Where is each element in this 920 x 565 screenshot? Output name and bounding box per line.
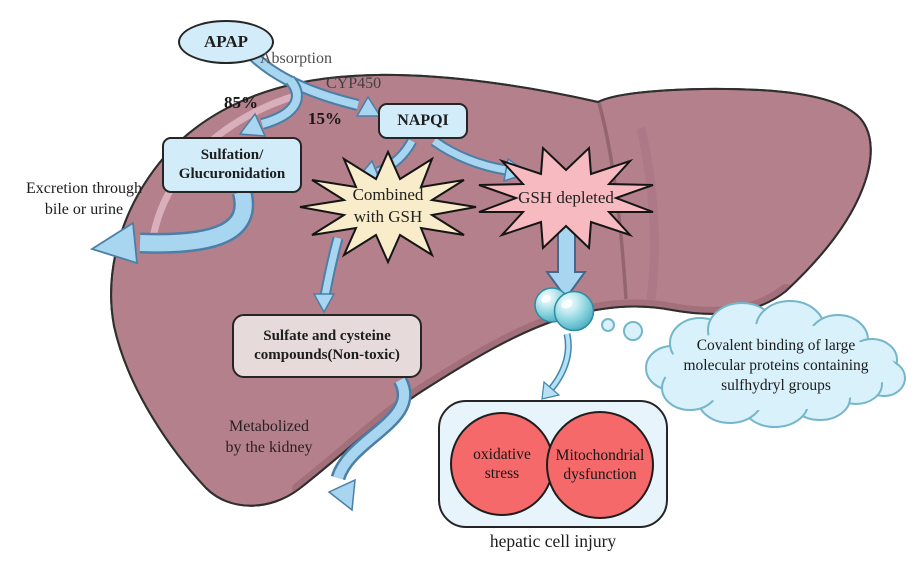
node-napqi: NAPQI [378, 103, 468, 139]
arrow-metabolized-kidney [327, 376, 412, 512]
hepatic-cell-injury-label: hepatic cell injury [489, 531, 617, 551]
node-sulfation: Sulfation/ Glucuronidation [162, 137, 302, 193]
oxidative-stress-label: oxidative stress [473, 445, 531, 482]
cyp450-label: CYP450 [326, 75, 382, 92]
mitochondrial-dysfunction-label: Mitochondrial dysfunction [555, 446, 645, 483]
starburst-combined-label: Combined with GSH [352, 185, 424, 227]
arrow-excretion [89, 189, 255, 265]
starburst-combined-gsh [299, 149, 477, 265]
covalent-binding-label: Covalent binding of large molecular prot… [683, 337, 869, 395]
starburst-gsh-depleted-label: GSH depleted [518, 188, 614, 207]
node-sulfate-compounds: Sulfate and cysteine compounds(Non-toxic… [232, 314, 422, 378]
node-sulfate-compounds-label: Sulfate and cysteine compounds(Non-toxic… [254, 327, 400, 364]
node-sulfation-label: Sulfation/ Glucuronidation [178, 146, 286, 183]
excretion-label: Excretion through bile or urine [26, 180, 142, 218]
pct-85-label: 85% [224, 93, 258, 112]
pct-15-label: 15% [308, 109, 342, 128]
arrow-spheres-to-injury [541, 333, 572, 400]
node-apap-label: APAP [203, 31, 249, 51]
metabolized-kidney-label: Metabolized by the kidney [225, 418, 313, 456]
liver-crease-shade [636, 127, 659, 301]
mitochondrial-dysfunction-circle: Mitochondrial dysfunction [546, 411, 654, 519]
arrow-apap-to-sulfation [238, 76, 303, 137]
thought-cloud [645, 300, 906, 428]
thought-bubble-trail [601, 318, 643, 341]
arrow-combined-to-sulfate [312, 236, 344, 314]
node-napqi-label: NAPQI [397, 111, 449, 129]
node-apap: APAP [178, 20, 274, 64]
oxidative-stress-circle: oxidative stress [450, 412, 554, 516]
starburst-gsh-depleted [478, 145, 654, 251]
napqi-protein-spheres [534, 287, 595, 332]
absorption-label: Absorption [260, 50, 332, 67]
